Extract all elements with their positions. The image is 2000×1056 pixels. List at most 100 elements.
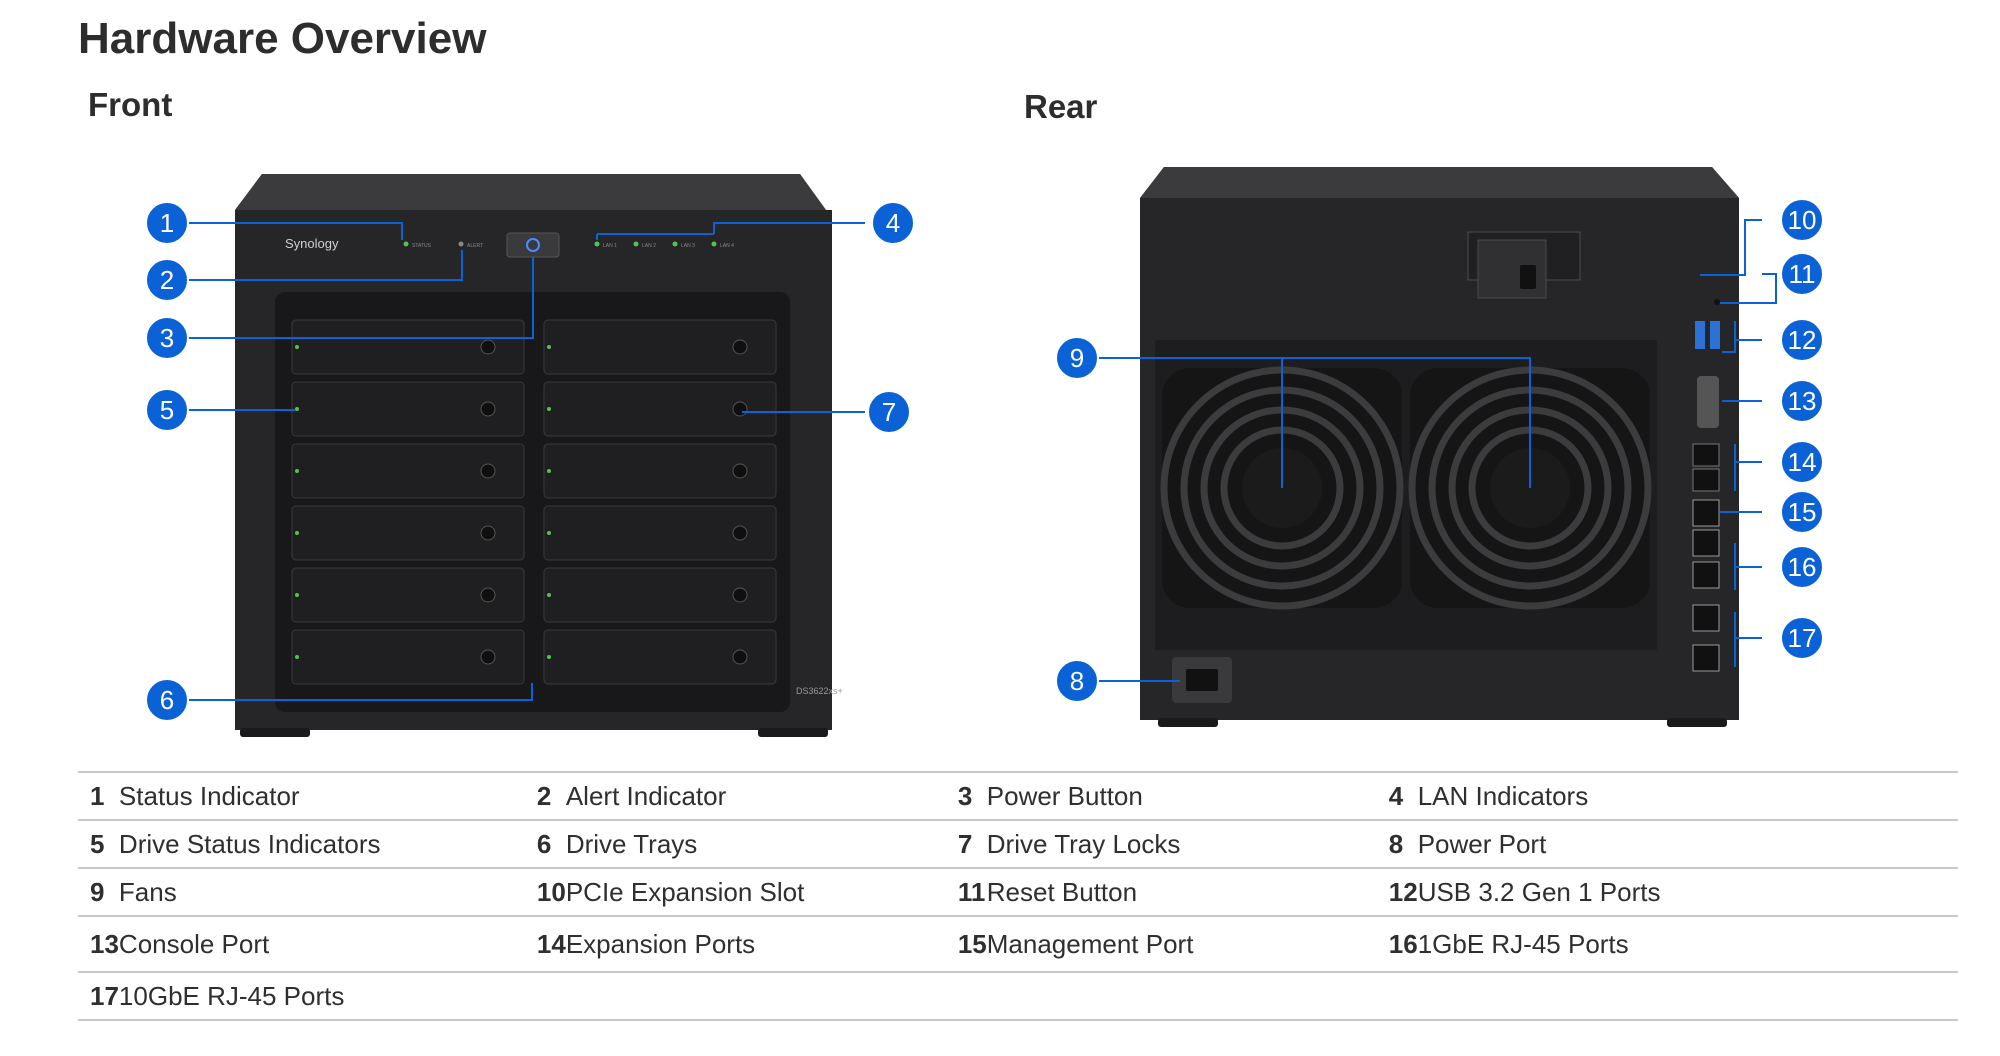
front-foot-left — [240, 728, 310, 737]
callout-circle — [1780, 318, 1824, 362]
drive-tray[interactable] — [291, 443, 525, 499]
legend-label — [566, 972, 958, 1020]
drive-tray-lock[interactable] — [732, 649, 748, 665]
callout-5: 5 — [145, 388, 189, 432]
callout-number: 10 — [1788, 205, 1817, 235]
drive-tray-lock[interactable] — [480, 587, 496, 603]
lan-port-10g-1[interactable] — [1692, 604, 1720, 632]
power-button[interactable] — [506, 232, 560, 258]
callout-number: 15 — [1788, 497, 1817, 527]
lan-port-10g-2[interactable] — [1692, 644, 1720, 672]
legend-label: Drive Status Indicators — [118, 828, 381, 859]
legend-label: Alert Indicator — [565, 780, 727, 811]
drive-tray-lock[interactable] — [732, 401, 748, 417]
callout-8: 8 — [1055, 659, 1099, 703]
drive-tray-lock[interactable] — [732, 339, 748, 355]
drive-tray[interactable] — [543, 567, 777, 623]
drive-tray-lock[interactable] — [732, 587, 748, 603]
drive-tray[interactable] — [543, 443, 777, 499]
legend-number: 6 — [536, 828, 552, 859]
expansion-port-2[interactable] — [1692, 468, 1720, 492]
callout-15: 15 — [1780, 490, 1824, 534]
callout-number: 11 — [1789, 259, 1816, 289]
front-chassis-top — [235, 174, 826, 210]
drive-status-led — [547, 345, 551, 349]
drive-tray-lock[interactable] — [480, 339, 496, 355]
drive-tray[interactable] — [543, 505, 777, 561]
drive-status-led — [547, 655, 551, 659]
lan-led-3 — [672, 241, 678, 247]
callout-circle — [1780, 616, 1824, 660]
callout-10: 10 — [1780, 198, 1824, 242]
hardware-illustration: Synology DS3622xs+ STATUS ALERT LAN 1 LA… — [145, 167, 1824, 737]
legend-label: LAN Indicators — [1417, 780, 1589, 811]
lan-port-1g-1[interactable] — [1692, 529, 1720, 557]
lan-led-4-label: LAN 4 — [720, 243, 734, 249]
callout-number: 5 — [160, 395, 174, 425]
callout-number: 12 — [1788, 325, 1817, 355]
drive-trays — [291, 319, 777, 685]
callout-circle — [145, 316, 189, 360]
legend-number — [537, 972, 566, 1020]
drive-tray-lock[interactable] — [480, 463, 496, 479]
rear-foot-left — [1158, 718, 1218, 727]
callout-3: 3 — [145, 316, 189, 360]
callout-number: 8 — [1070, 666, 1084, 696]
pcie-latch — [1520, 265, 1536, 289]
drive-tray[interactable] — [291, 505, 525, 561]
callout-number: 4 — [886, 208, 900, 238]
callout-number: 2 — [160, 265, 174, 295]
lan-led-3-label: LAN 3 — [681, 243, 695, 249]
reset-button[interactable] — [1714, 299, 1720, 305]
usb-port-2[interactable] — [1710, 321, 1720, 349]
management-port[interactable] — [1692, 499, 1720, 527]
callout-circle — [145, 388, 189, 432]
legend-label: Status Indicator — [118, 780, 300, 811]
callout-6: 6 — [145, 678, 189, 722]
callout-number: 17 — [1788, 623, 1817, 653]
callout-circle — [1780, 440, 1824, 484]
legend-label: Drive Tray Locks — [986, 828, 1181, 859]
console-port[interactable] — [1697, 376, 1719, 428]
callout-13: 13 — [1780, 379, 1824, 423]
drive-tray-lock[interactable] — [732, 525, 748, 541]
callout-number: 16 — [1788, 552, 1817, 582]
drive-tray[interactable] — [543, 629, 777, 685]
drive-status-led — [295, 345, 299, 349]
legend-number: 12 — [1388, 876, 1418, 907]
drive-tray-lock[interactable] — [480, 401, 496, 417]
brand-logo: Synology — [285, 236, 339, 251]
callout-circle — [1055, 659, 1099, 703]
drive-tray-lock[interactable] — [480, 525, 496, 541]
drive-tray-lock[interactable] — [480, 649, 496, 665]
legend-number: 13 — [90, 928, 119, 959]
drive-tray[interactable] — [543, 319, 777, 375]
legend-number: 17 — [90, 980, 119, 1011]
lan-led-2-label: LAN 2 — [642, 243, 656, 249]
legend-number: 5 — [90, 828, 105, 859]
callout-number: 13 — [1788, 386, 1817, 416]
drive-tray[interactable] — [291, 629, 525, 685]
callout-number: 9 — [1070, 343, 1084, 373]
callout-4: 4 — [871, 201, 915, 245]
drive-status-led — [547, 531, 551, 535]
drive-tray-lock[interactable] — [732, 463, 748, 479]
rear-unit — [1140, 167, 1739, 727]
legend-number: 3 — [957, 780, 973, 811]
legend-label: Reset Button — [986, 876, 1138, 907]
drive-status-led — [295, 531, 299, 535]
drive-tray[interactable] — [291, 567, 525, 623]
expansion-port-1[interactable] — [1692, 443, 1720, 467]
callout-number: 14 — [1788, 447, 1817, 477]
drive-tray[interactable] — [543, 381, 777, 437]
legend-label: Management Port — [986, 928, 1194, 959]
usb-port-1[interactable] — [1695, 321, 1705, 349]
drive-tray[interactable] — [291, 319, 525, 375]
legend-label: Console Port — [118, 928, 270, 959]
drive-status-led — [295, 469, 299, 473]
lan-port-1g-2[interactable] — [1692, 561, 1720, 589]
